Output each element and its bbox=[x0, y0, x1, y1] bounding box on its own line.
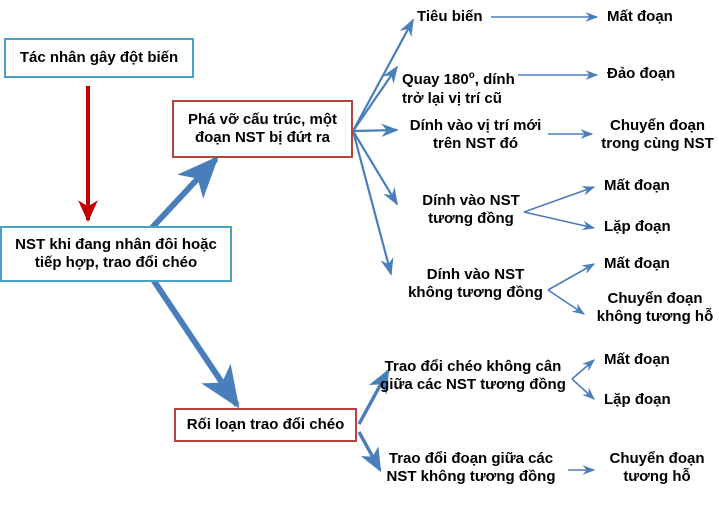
label-branch7-result: Chuyển đoạn tương hỗ bbox=[598, 446, 716, 490]
label-branch4: Dính vào NST tương đồng bbox=[410, 188, 532, 232]
label-branch6-result-a-text: Mất đoạn bbox=[604, 350, 670, 368]
arrow-branch5-to-result-b bbox=[547, 289, 586, 315]
arrow-break-to-branch5 bbox=[351, 130, 394, 276]
label-branch1-result-text: Mất đoạn bbox=[607, 7, 673, 25]
node-crossing-disorder-label: Rối loạn trao đổi chéo bbox=[186, 415, 345, 433]
label-branch1: Tiêu biến bbox=[417, 5, 497, 29]
label-branch2: Quay 180o, dính trở lại vị trí cũ bbox=[402, 53, 532, 107]
arrow-nst-state-to-crossing-disorder bbox=[147, 273, 240, 409]
label-branch2-result: Đảo đoạn bbox=[607, 62, 707, 86]
label-branch3-result-text: Chuyển đoạn trong cùng NST bbox=[601, 116, 714, 152]
label-branch5-result-a-text: Mất đoạn bbox=[604, 254, 670, 272]
degree-symbol: o bbox=[468, 70, 475, 82]
label-branch5-result-a: Mất đoạn bbox=[604, 252, 704, 276]
arrow-break-to-branch4 bbox=[352, 130, 398, 206]
label-branch5: Dính vào NST không tương đồng bbox=[398, 262, 553, 306]
label-branch4-result-b: Lặp đoạn bbox=[604, 215, 704, 239]
label-branch7-text: Trao đổi đoạn giữa các NST không tương đ… bbox=[386, 449, 556, 485]
label-branch7: Trao đổi đoạn giữa các NST không tương đ… bbox=[373, 446, 569, 490]
arrow-branch6-to-result-b bbox=[571, 378, 595, 400]
label-branch5-result-b: Chuyển đoạn không tương hỗ bbox=[591, 286, 719, 330]
label-branch6: Trao đổi chéo không cân giữa các NST tươ… bbox=[373, 354, 573, 398]
node-nst-state[interactable]: NST khi đang nhân đôi hoặc tiếp hợp, tra… bbox=[0, 226, 232, 282]
label-branch2-result-text: Đảo đoạn bbox=[607, 64, 676, 82]
label-branch6-text: Trao đổi chéo không cân giữa các NST tươ… bbox=[380, 357, 566, 393]
node-crossing-disorder[interactable]: Rối loạn trao đổi chéo bbox=[174, 408, 357, 442]
node-nst-state-label: NST khi đang nhân đôi hoặc tiếp hợp, tra… bbox=[15, 235, 217, 271]
label-branch3: Dính vào vị trí mới trên NST đó bbox=[403, 113, 548, 157]
label-branch6-result-a: Mất đoạn bbox=[604, 348, 704, 372]
label-branch7-result-text: Chuyển đoạn tương hỗ bbox=[609, 449, 705, 485]
label-branch2-text: Quay 180o, dính trở lại vị trí cũ bbox=[402, 70, 515, 107]
node-break-structure[interactable]: Phá vỡ cấu trúc, một đoạn NST bị đứt ra bbox=[172, 100, 353, 158]
label-branch1-text: Tiêu biến bbox=[417, 7, 483, 25]
node-break-structure-label: Phá vỡ cấu trúc, một đoạn NST bị đứt ra bbox=[187, 110, 338, 146]
arrow-nst-state-to-break-structure bbox=[145, 155, 219, 235]
label-branch5-result-b-text: Chuyển đoạn không tương hỗ bbox=[596, 289, 714, 325]
label-branch4-text: Dính vào NST tương đồng bbox=[422, 191, 520, 227]
label-branch1-result: Mất đoạn bbox=[607, 5, 707, 29]
arrow-branch4-to-result-a bbox=[523, 186, 596, 213]
arrow-branch6-to-result-a bbox=[571, 359, 595, 380]
arrow-branch4-to-result-b bbox=[523, 211, 596, 231]
label-branch3-text: Dính vào vị trí mới trên NST đó bbox=[409, 116, 542, 152]
label-branch3-result: Chuyển đoạn trong cùng NST bbox=[596, 113, 719, 157]
arrow-break-to-branch3 bbox=[352, 123, 399, 138]
arrow-break-to-branch2 bbox=[352, 65, 398, 132]
arrow-branch5-to-result-a bbox=[547, 263, 596, 291]
label-branch4-result-a-text: Mất đoạn bbox=[604, 176, 670, 194]
node-cause[interactable]: Tác nhân gây đột biến bbox=[4, 38, 194, 78]
label-branch5-text: Dính vào NST không tương đồng bbox=[408, 265, 543, 301]
label-branch4-result-b-text: Lặp đoạn bbox=[604, 217, 671, 235]
label-branch4-result-a: Mất đoạn bbox=[604, 174, 704, 198]
label-branch6-result-b: Lặp đoạn bbox=[604, 388, 704, 412]
label-branch6-result-b-text: Lặp đoạn bbox=[604, 390, 671, 408]
node-cause-label: Tác nhân gây đột biến bbox=[19, 48, 179, 66]
